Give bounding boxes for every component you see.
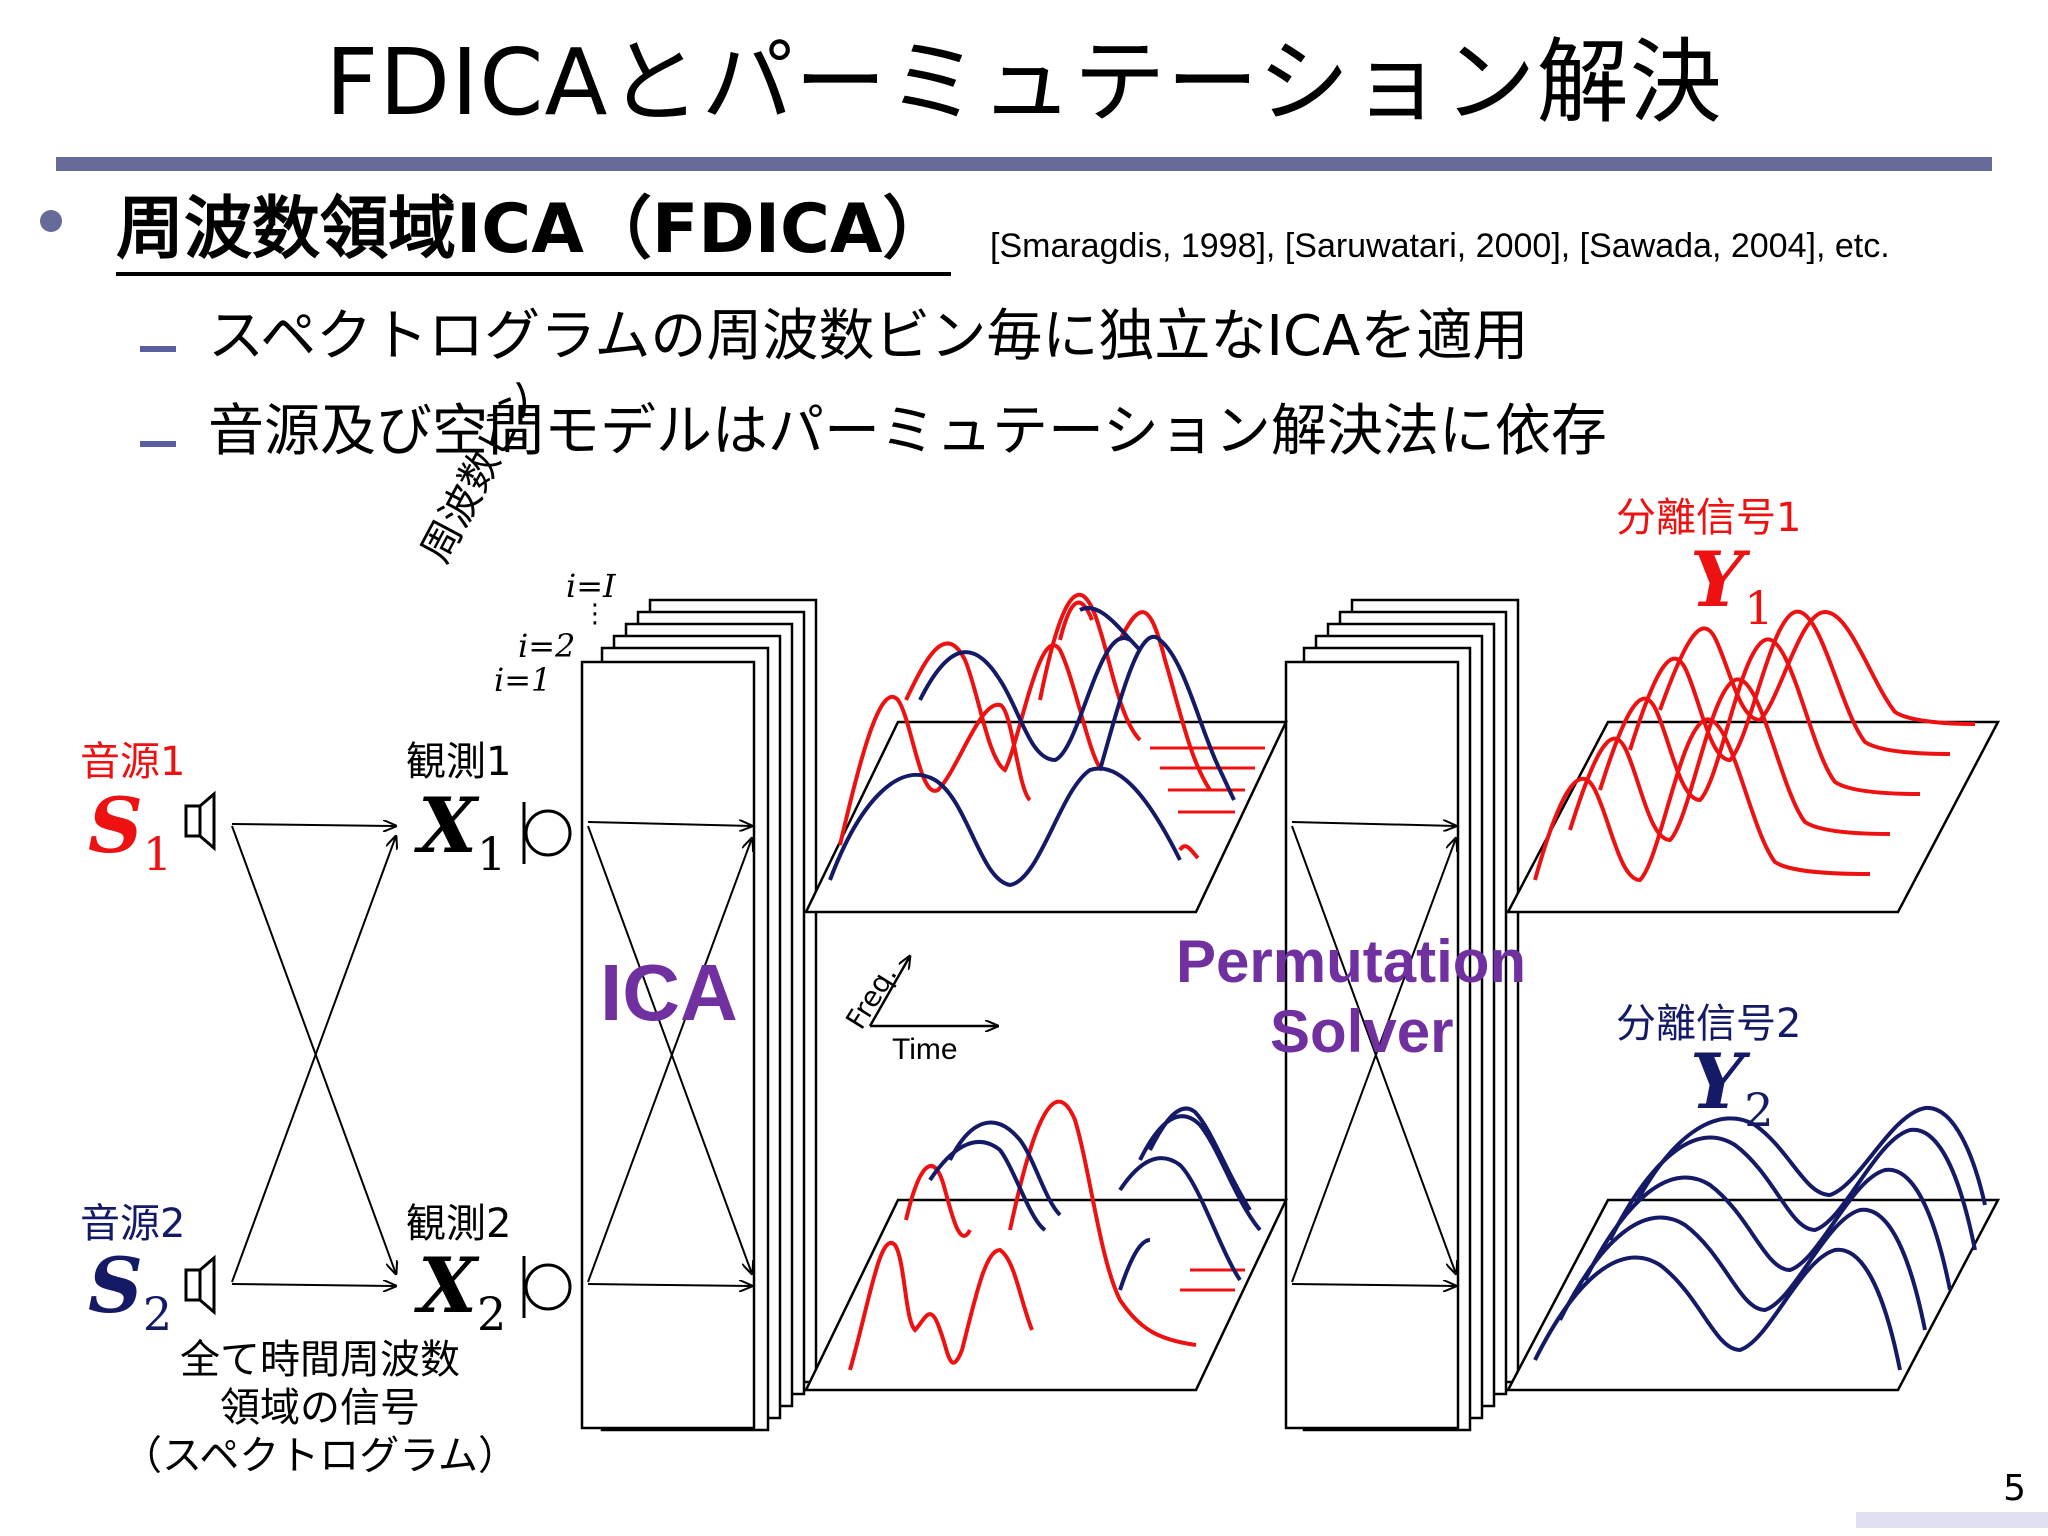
observation-1-label: 観測1 [406, 739, 512, 785]
s1-symbol: S1 [88, 781, 173, 882]
index-i-2-label: i=2 [518, 627, 576, 665]
caption-line-1: 全て時間周波数 [180, 1337, 460, 1383]
observation-2-label: 観測2 [406, 1201, 512, 1247]
page-number: 5 [2003, 1468, 2026, 1509]
separated-signal-1-label: 分離信号1 [1616, 495, 1802, 541]
ica-output-spectrogram-2 [804, 1099, 1288, 1392]
caption-line-2: 領域の信号 [220, 1385, 420, 1431]
slide-title: FDICAとパーミュテーション解決 [325, 29, 1723, 136]
y2-symbol: Y2 [1690, 1037, 1774, 1138]
ica-label: ICA [600, 948, 738, 1037]
footer-bar [1856, 1512, 2048, 1528]
speaker-2-icon [184, 1254, 216, 1316]
index-dots-label: ⋮ [582, 599, 608, 629]
permutation-solver-label-line2: Solver [1270, 998, 1454, 1065]
index-i-1-label: i=1 [494, 661, 552, 699]
separated-spectrogram-y2 [1505, 1105, 2001, 1392]
sub-bullet-2: 音源及び空間モデルはパーミュテーション解決法に依存 [208, 399, 1607, 464]
microphone-2-icon [522, 1256, 572, 1318]
s2-symbol: S2 [88, 1241, 173, 1342]
ica-demixing-arrows [587, 822, 752, 1286]
source-1-label: 音源1 [80, 739, 186, 785]
y1-symbol: Y1 [1690, 535, 1774, 636]
references-text: [Smaragdis, 1998], [Saruwatari, 2000], [… [990, 227, 1890, 265]
ica-frequency-bin-stack [580, 598, 818, 1432]
bullet-dot [40, 210, 62, 232]
sub-bullet-dash [140, 346, 176, 352]
permutation-arrows [1291, 822, 1456, 1286]
separated-signal-2-label: 分離信号2 [1616, 1001, 1802, 1047]
x2-symbol: X2 [418, 1241, 507, 1342]
separated-spectrogram-y1 [1505, 609, 2001, 914]
permutation-solver-label-line1: Permutation [1176, 928, 1527, 995]
speaker-1-icon [184, 790, 216, 852]
freq-time-axes [868, 956, 998, 1026]
sub-bullet-1: スペクトログラムの周波数ビン毎に独立なICAを適用 [208, 304, 1529, 369]
index-i-upper-label: i=I [566, 567, 616, 605]
section-heading: 周波数領域ICA（FDICA） [116, 188, 951, 276]
mixing-arrows [231, 824, 396, 1286]
source-2-label: 音源2 [80, 1201, 186, 1247]
title-underline-rule [56, 157, 1992, 171]
sub-bullet-dash [140, 441, 176, 447]
ica-output-spectrogram-1 [804, 592, 1288, 914]
microphone-1-icon [522, 802, 572, 864]
time-axis-label: Time [892, 1033, 958, 1066]
caption-line-3: （スペクトログラム） [122, 1433, 518, 1479]
x1-symbol: X1 [418, 781, 507, 882]
